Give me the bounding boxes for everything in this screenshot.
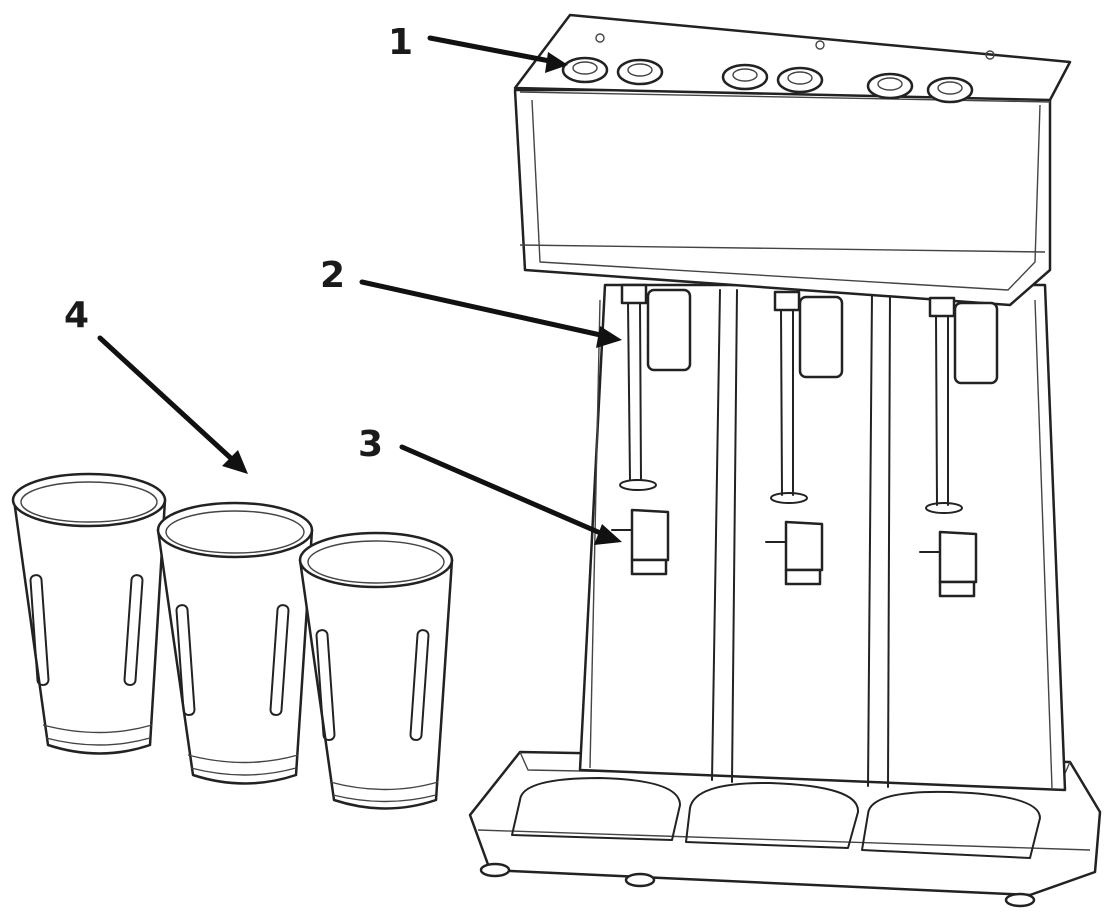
mixer-machine <box>468 13 1102 908</box>
callout-label-2: 2 <box>320 255 346 296</box>
cup-group <box>11 472 454 810</box>
callout-label-4: 4 <box>64 295 90 336</box>
spindle-left <box>611 283 692 576</box>
cup <box>11 472 167 755</box>
spindle-right <box>919 296 999 598</box>
callout-label-1: 1 <box>388 22 414 63</box>
callout-arrow-3 <box>399 444 622 545</box>
cup <box>156 501 314 785</box>
switch-row <box>561 33 995 104</box>
callout-arrow-1 <box>427 35 568 73</box>
callout-label-3: 3 <box>358 424 384 465</box>
cup <box>298 531 454 810</box>
spindle-middle <box>765 290 844 586</box>
callout-arrow-2 <box>359 279 622 348</box>
callout-arrow-4 <box>97 335 248 474</box>
